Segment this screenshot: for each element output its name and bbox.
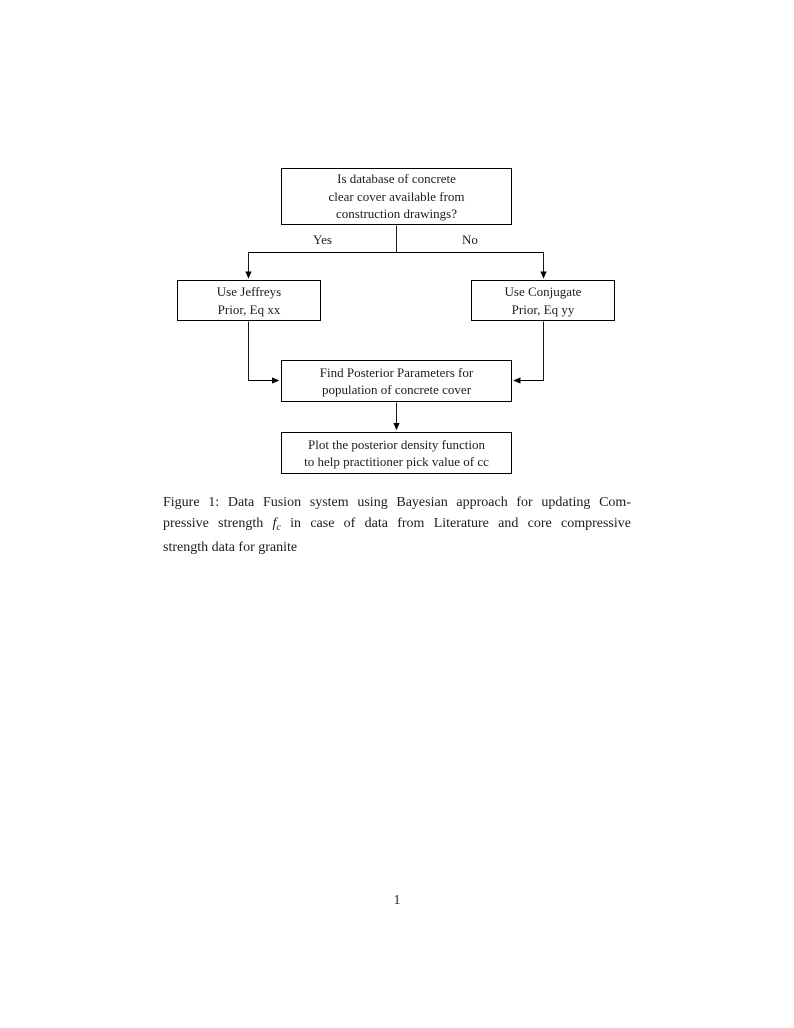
flow-node-find-posterior: Find Posterior Parameters for population… xyxy=(281,360,512,402)
page-number: 1 xyxy=(393,892,401,907)
flow-node-jeffreys-prior: Use Jeffreys Prior, Eq xx xyxy=(177,280,321,321)
math-symbol-fc: f xyxy=(272,515,277,531)
figure-caption-text: pressive strength xyxy=(163,515,273,531)
figure-caption-text: strength data for granite xyxy=(163,540,298,555)
figure-caption-line-3: strength data for granite xyxy=(163,538,631,559)
figure-caption-text: in case of data from Literature and core… xyxy=(280,515,631,531)
flow-node-decision: Is database of concrete clear cover avai… xyxy=(281,168,512,225)
math-subscript-c: c xyxy=(276,521,281,533)
flow-node-decision-line: clear cover available from xyxy=(328,188,465,204)
flow-node-conjugate-line: Use Conjugate xyxy=(504,284,582,299)
figure-caption-text: Figure 1: Data Fusion system using Bayes… xyxy=(163,495,631,510)
flow-node-jeffreys-line: Prior, Eq xx xyxy=(217,301,281,317)
flow-node-posterior-line: Find Posterior Parameters for xyxy=(319,364,474,380)
flow-node-plot-line: to help practitioner pick value of cc xyxy=(304,454,489,469)
figure-caption-line-1: Figure 1: Data Fusion system using Bayes… xyxy=(163,493,631,514)
flow-node-plot-density: Plot the posterior density function to h… xyxy=(281,432,512,474)
edge-label-yes: Yes xyxy=(313,232,332,247)
flow-node-posterior-line: population of concrete cover xyxy=(321,382,472,397)
flow-node-conjugate-prior: Use Conjugate Prior, Eq yy xyxy=(471,280,615,321)
edge-jeffreys-to-posterior xyxy=(248,321,280,384)
flow-node-decision-line: construction drawings? xyxy=(336,206,457,222)
edge-conjugate-to-posterior xyxy=(513,321,544,384)
figure-caption: Figure 1: Data Fusion system using Bayes… xyxy=(163,493,631,559)
flow-node-decision-line: Is database of concrete xyxy=(337,171,456,187)
figure-caption-line-2: pressive strength fc in case of data fro… xyxy=(163,514,631,539)
flow-node-conjugate-line: Prior, Eq yy xyxy=(511,301,575,317)
flow-node-jeffreys-line: Use Jeffreys xyxy=(216,284,282,299)
edge-label-no: No xyxy=(462,232,478,247)
flow-node-plot-line: Plot the posterior density function xyxy=(308,436,485,452)
